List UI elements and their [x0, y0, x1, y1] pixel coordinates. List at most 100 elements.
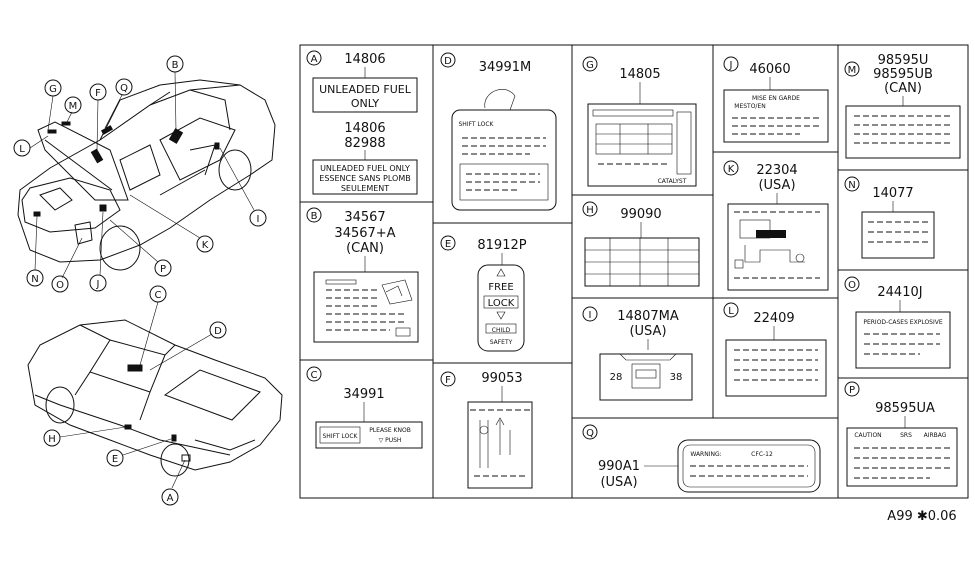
panel-P: P 98595UA CAUTION SRS AIRBAG	[844, 381, 958, 487]
svg-text:G: G	[586, 60, 594, 71]
panel-F: F 99053	[440, 371, 533, 489]
callout-D: D	[209, 321, 227, 339]
svg-text:(CAN): (CAN)	[346, 241, 384, 256]
car-hood-open-drawing	[17, 79, 276, 271]
svg-text:M: M	[848, 65, 857, 76]
car1-callouts: B G M F Q L I K P J O N	[13, 55, 267, 293]
svg-text:WARNING:: WARNING:	[690, 451, 721, 458]
callout-I: I	[249, 209, 267, 227]
svg-text:14805: 14805	[619, 67, 660, 82]
panel-N: N 14077	[844, 176, 935, 259]
panel-Q: Q 990A1 (USA) WARNING: CFC-12	[582, 424, 821, 493]
callout-O: O	[51, 275, 69, 293]
panel-B: B 34567 34567+A (CAN)	[306, 207, 419, 343]
svg-text:UNLEADED FUEL: UNLEADED FUEL	[319, 83, 412, 96]
panel-H: H 99090	[582, 201, 700, 287]
svg-text:Q: Q	[120, 83, 128, 94]
svg-text:34991M: 34991M	[479, 60, 532, 75]
svg-text:14806: 14806	[344, 121, 385, 136]
svg-text:N: N	[31, 274, 38, 285]
panel-E: E 81912P FREE LOCK CHILD SAFETY	[440, 235, 527, 352]
svg-text:(USA): (USA)	[629, 324, 666, 339]
callout-Q: Q	[115, 78, 133, 96]
svg-text:38: 38	[670, 372, 683, 383]
callout-H: H	[43, 429, 61, 447]
svg-text:J: J	[96, 279, 100, 290]
svg-text:I: I	[257, 214, 260, 225]
svg-text:O: O	[848, 280, 856, 291]
svg-text:MISE EN GARDE: MISE EN GARDE	[752, 95, 800, 102]
svg-text:SAFETY: SAFETY	[490, 339, 513, 346]
car2-callouts: C D H E A	[43, 285, 227, 506]
callout-F: F	[89, 83, 107, 101]
callout-G: G	[44, 79, 62, 97]
svg-text:PERIOD-CASES EXPLOSIVE: PERIOD-CASES EXPLOSIVE	[863, 319, 943, 326]
svg-text:14807MA: 14807MA	[617, 309, 679, 324]
svg-text:J: J	[729, 60, 733, 71]
svg-text:22409: 22409	[753, 311, 794, 326]
callout-J: J	[89, 274, 107, 292]
svg-text:MESTO/EN: MESTO/EN	[734, 103, 765, 110]
svg-text:99053: 99053	[481, 371, 522, 386]
svg-text:F: F	[445, 375, 451, 386]
svg-text:H: H	[48, 434, 56, 445]
svg-text:L: L	[728, 306, 734, 317]
svg-text:B: B	[311, 211, 318, 222]
callout-B: B	[166, 55, 184, 73]
svg-text:FREE: FREE	[488, 282, 513, 293]
svg-text:F: F	[95, 88, 101, 99]
svg-text:E: E	[445, 239, 451, 250]
panel-D: D 34991M SHIFT LOCK	[440, 52, 557, 211]
svg-text:C: C	[311, 370, 318, 381]
svg-text:ONLY: ONLY	[351, 97, 380, 110]
svg-text:D: D	[444, 56, 452, 67]
svg-text:CAUTION: CAUTION	[854, 432, 881, 439]
svg-text:82988: 82988	[344, 136, 385, 151]
svg-text:98595UA: 98595UA	[875, 401, 935, 416]
svg-text:14806: 14806	[344, 52, 385, 67]
svg-text:SHIFT LOCK: SHIFT LOCK	[459, 121, 495, 128]
svg-text:C: C	[155, 290, 162, 301]
panel-grid	[299, 44, 969, 499]
svg-text:D: D	[214, 326, 222, 337]
svg-text:A: A	[311, 54, 318, 65]
svg-text:UNLEADED FUEL ONLY: UNLEADED FUEL ONLY	[320, 164, 410, 173]
panel-G: G 14805 CATALYST	[582, 56, 697, 187]
svg-text:990A1: 990A1	[598, 459, 640, 474]
svg-text:B: B	[172, 60, 179, 71]
svg-text:24410J: 24410J	[877, 285, 922, 300]
svg-text:N: N	[848, 180, 855, 191]
panel-J: J 46060 MISE EN GARDE MESTO/EN	[723, 56, 829, 143]
callout-K: K	[196, 235, 214, 253]
svg-text:SHIFT LOCK: SHIFT LOCK	[323, 433, 359, 440]
svg-text:L: L	[19, 144, 25, 155]
svg-text:34567: 34567	[344, 210, 385, 225]
callout-E: E	[106, 449, 124, 467]
svg-text:98595UB: 98595UB	[873, 67, 933, 82]
callout-L: L	[13, 139, 31, 157]
panel-O: O 24410J PERIOD-CASES EXPLOSIVE	[844, 276, 951, 369]
callout-P: P	[154, 259, 172, 277]
svg-text:14077: 14077	[872, 186, 913, 201]
svg-text:AIRBAG: AIRBAG	[924, 432, 947, 439]
svg-text:98595U: 98595U	[878, 53, 929, 68]
panel-I: I 14807MA (USA) 28 38	[582, 306, 693, 401]
svg-text:ESSENCE SANS PLOMB: ESSENCE SANS PLOMB	[319, 174, 410, 183]
car1-leader-lines	[29, 71, 255, 279]
svg-text:99090: 99090	[620, 207, 661, 222]
svg-text:34567+A: 34567+A	[334, 226, 395, 241]
svg-text:81912P: 81912P	[477, 238, 526, 253]
svg-text:A: A	[167, 493, 174, 504]
panel-M: M 98595U 98595UB (CAN)	[844, 53, 961, 159]
panel-C: C 34991 SHIFT LOCK PLEASE KNOB ▽ PUSH	[306, 366, 423, 449]
svg-text:P: P	[160, 264, 166, 275]
svg-text:46060: 46060	[749, 62, 790, 77]
svg-text:22304: 22304	[756, 163, 797, 178]
svg-text:SEULEMENT: SEULEMENT	[341, 184, 389, 193]
car-closed-drawing	[27, 319, 283, 477]
panel-L: L 22409	[723, 302, 827, 397]
svg-text:CATALYST: CATALYST	[658, 178, 687, 185]
panel-K: K 22304 (USA)	[723, 160, 829, 291]
callout-C: C	[149, 285, 167, 303]
